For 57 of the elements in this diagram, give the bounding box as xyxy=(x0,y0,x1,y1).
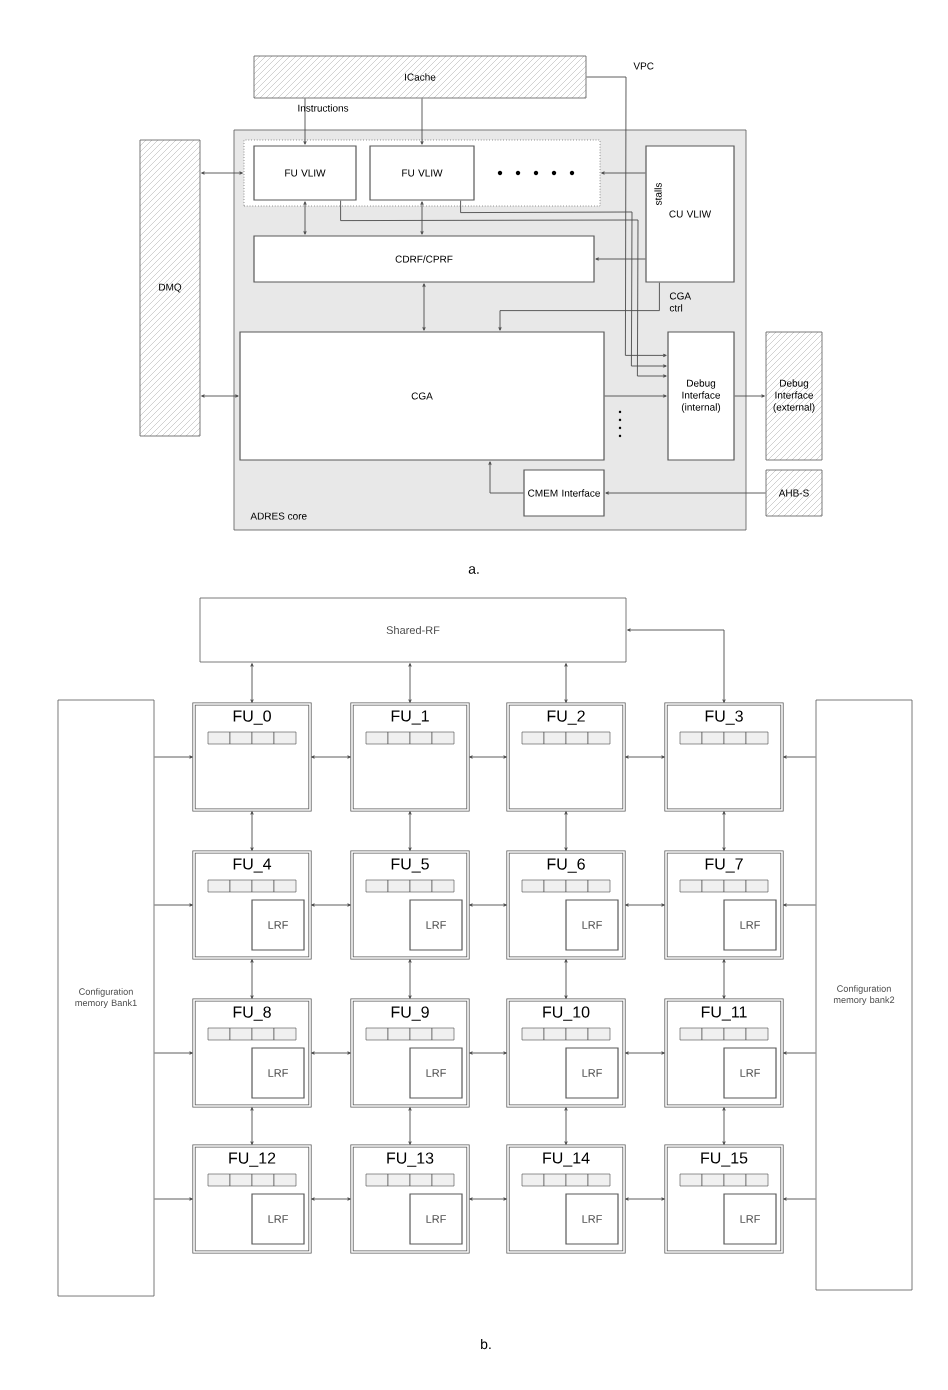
arrow xyxy=(303,201,307,235)
arrow xyxy=(564,1107,568,1145)
unit-box: FU_2 xyxy=(506,702,626,812)
arrow xyxy=(564,959,568,999)
arrow xyxy=(722,811,726,851)
arrow xyxy=(488,461,524,494)
arrow xyxy=(408,959,412,999)
arrow xyxy=(783,1197,817,1201)
arrow xyxy=(311,1197,351,1201)
arrow xyxy=(311,1051,351,1055)
arrow xyxy=(469,755,507,759)
arrow xyxy=(469,1051,507,1055)
arrow xyxy=(564,663,568,703)
arrow xyxy=(153,1051,193,1055)
arrow xyxy=(625,1051,665,1055)
arrow xyxy=(303,97,307,145)
arrow xyxy=(595,257,646,261)
arrow xyxy=(311,755,351,759)
arrow xyxy=(420,201,424,235)
arrow xyxy=(601,171,646,175)
arrow xyxy=(422,283,426,331)
arrow xyxy=(625,755,665,759)
unit-box: FU_1 xyxy=(350,702,470,812)
arrow xyxy=(783,1051,817,1055)
arrow xyxy=(564,811,568,851)
arrow xyxy=(605,491,767,495)
arrow xyxy=(153,1197,193,1201)
arrow xyxy=(498,282,660,331)
arrow xyxy=(340,200,667,378)
unit-box: FU_0 xyxy=(192,702,312,812)
arrow xyxy=(625,903,665,907)
arrow xyxy=(250,663,254,703)
arrow xyxy=(469,903,507,907)
arrow xyxy=(585,76,667,358)
arrow xyxy=(153,755,193,759)
unit-box: FU_3 xyxy=(664,702,784,812)
arrow xyxy=(469,1197,507,1201)
arrow xyxy=(625,1197,665,1201)
arrow xyxy=(201,171,243,175)
arrow xyxy=(460,200,667,368)
arrow xyxy=(408,1107,412,1145)
arrow xyxy=(783,755,817,759)
arrow xyxy=(420,97,424,145)
arrow xyxy=(311,903,351,907)
arrow xyxy=(201,394,239,398)
arrow xyxy=(722,959,726,999)
arrow xyxy=(627,628,726,703)
arrow xyxy=(408,811,412,851)
arrow xyxy=(722,1107,726,1145)
arrow xyxy=(153,903,193,907)
arrow xyxy=(734,394,765,398)
arrow xyxy=(408,663,412,703)
arrow xyxy=(250,959,254,999)
arrow xyxy=(604,394,667,398)
arrow xyxy=(250,811,254,851)
arrow xyxy=(783,903,817,907)
arrow xyxy=(250,1107,254,1145)
